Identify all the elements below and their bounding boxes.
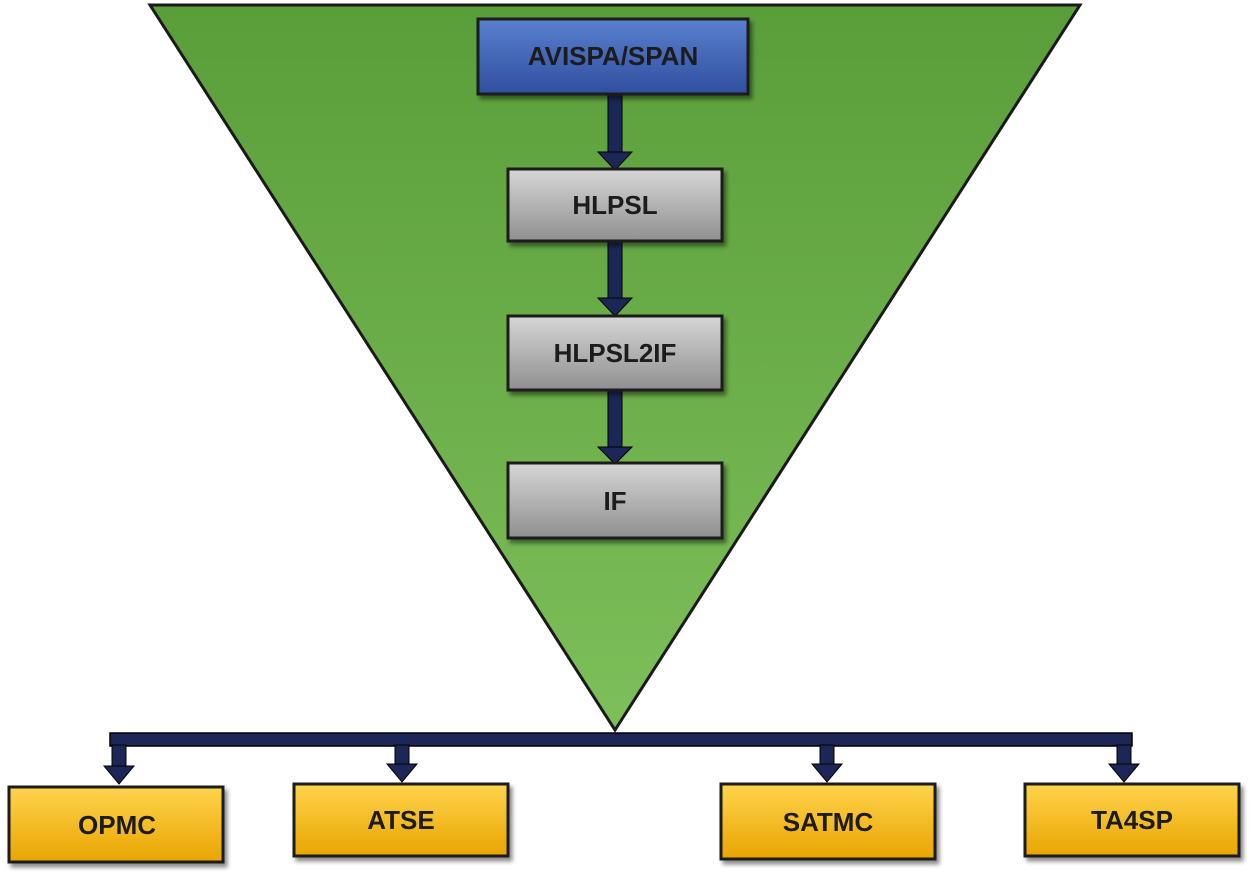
box-ta4sp: TA4SP: [1023, 782, 1241, 858]
box-opmc: OPMC: [7, 785, 225, 864]
box-hlpsl2if: HLPSL2IF: [506, 314, 724, 392]
box-satmc: SATMC: [719, 782, 937, 861]
arrow-to-atse: [385, 744, 419, 783]
arrow-to-ta4sp: [1107, 744, 1141, 783]
box-ta4sp-label: TA4SP: [1091, 805, 1173, 835]
box-atse-label: ATSE: [367, 805, 434, 835]
box-if: IF: [506, 461, 724, 540]
arrow-hlpsl-to-hlpsl2if: [596, 241, 634, 317]
box-satmc-label: SATMC: [783, 807, 874, 837]
arrow-hlpsl2if-to-if: [596, 390, 634, 465]
box-avispa-span: AVISPA/SPAN: [476, 17, 750, 96]
box-opmc-label: OPMC: [78, 810, 156, 840]
backend-arrows: [102, 744, 1141, 785]
box-hlpsl-label: HLPSL: [572, 190, 657, 220]
distribution-bar: [109, 732, 1133, 747]
pipeline-arrows: [596, 93, 634, 465]
arrow-to-satmc: [810, 744, 844, 783]
box-atse: ATSE: [292, 782, 510, 858]
box-avispa-span-label: AVISPA/SPAN: [528, 41, 698, 71]
box-hlpsl: HLPSL: [506, 167, 724, 243]
arrow-to-opmc: [102, 744, 136, 785]
box-if-label: IF: [603, 486, 626, 516]
box-hlpsl2if-label: HLPSL2IF: [554, 338, 677, 368]
